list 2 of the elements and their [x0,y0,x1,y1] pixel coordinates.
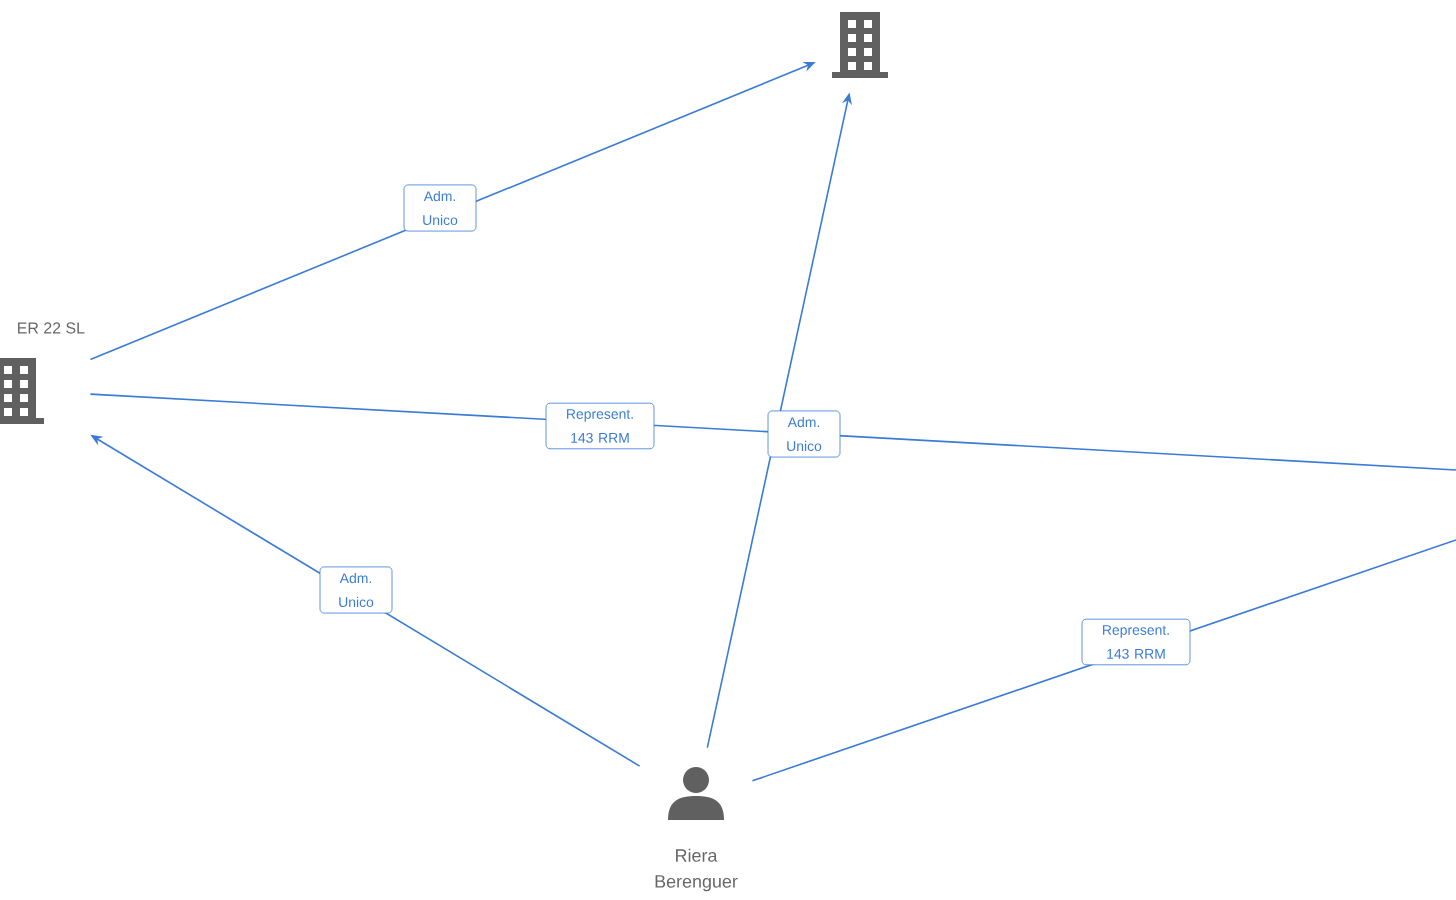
building-icon [832,12,888,78]
node-label: Riera Berenguer [655,848,738,892]
